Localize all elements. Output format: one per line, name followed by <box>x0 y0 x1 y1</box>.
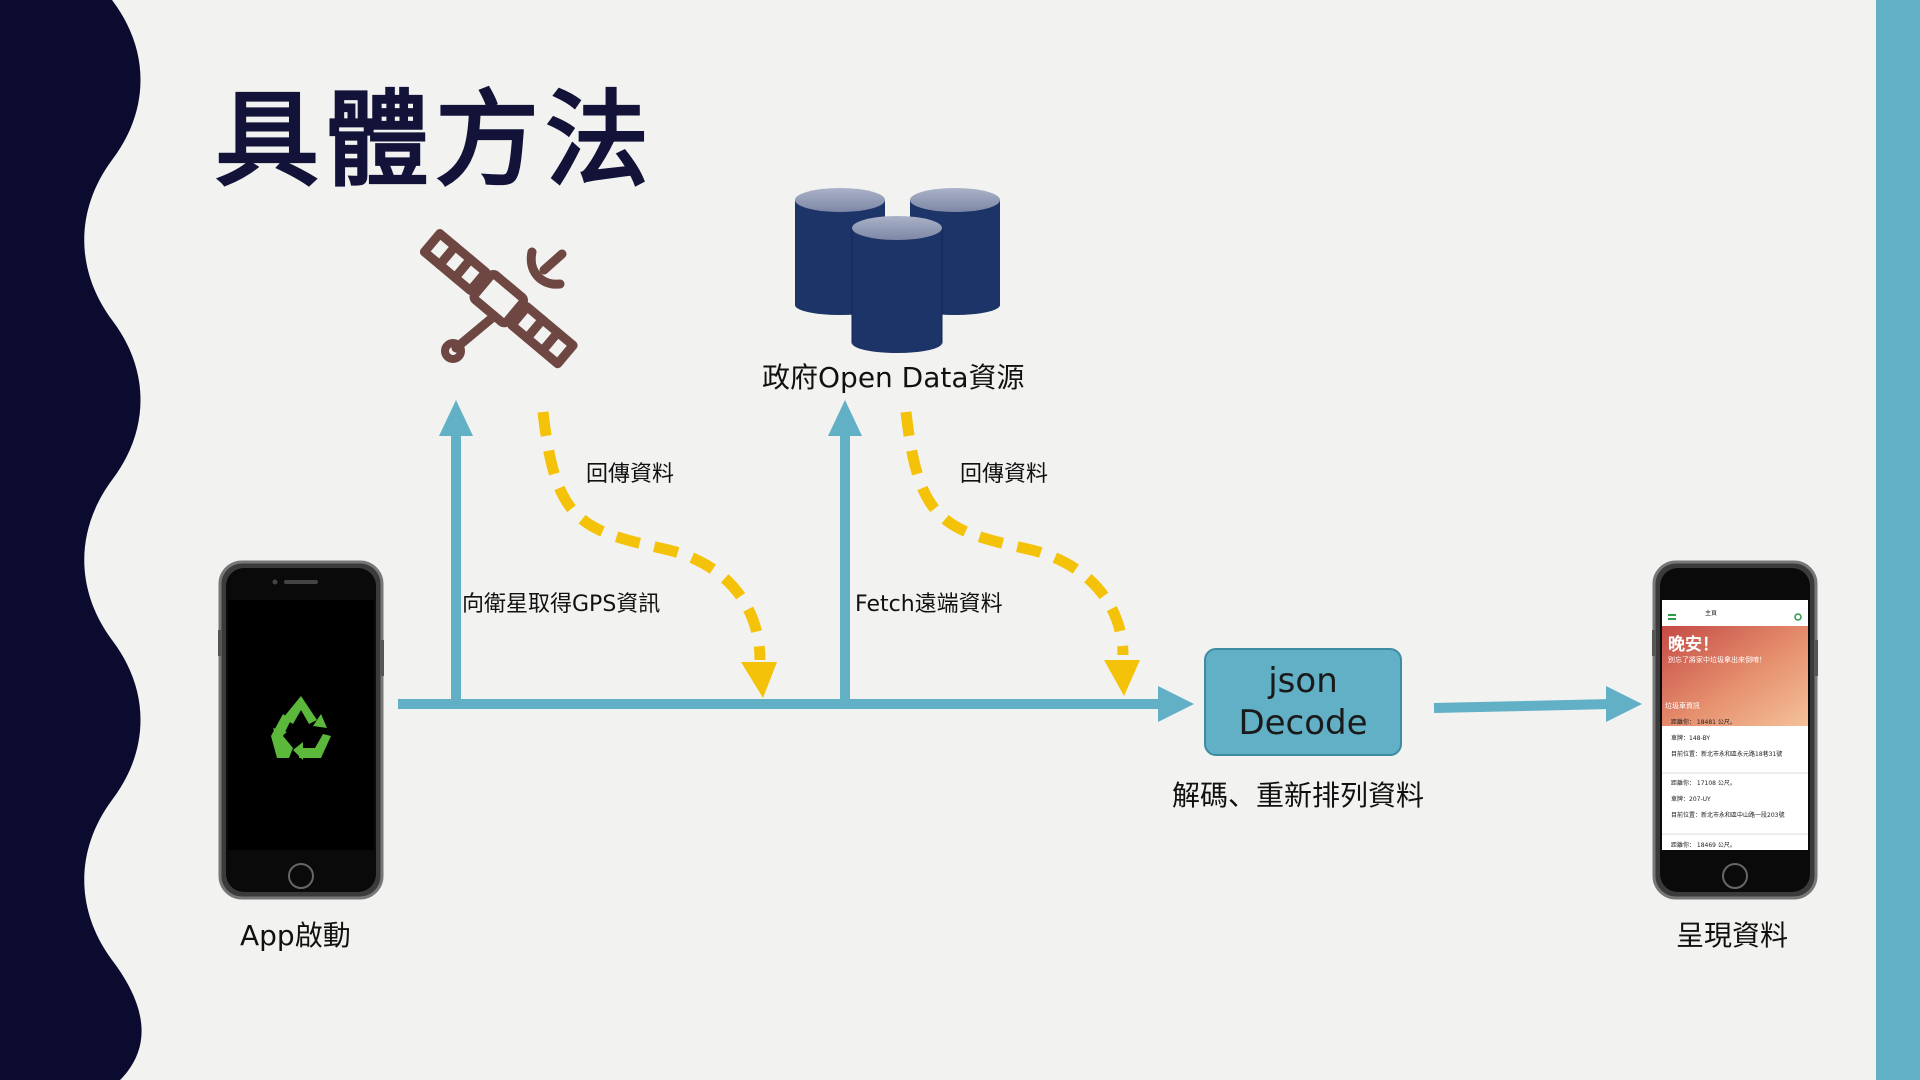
satellite-return-dashed <box>537 411 766 661</box>
recycle-icon <box>271 696 331 760</box>
opendata-up-arrowhead <box>828 400 862 436</box>
phone-entry-3: 距離你： 18469 公尺。 <box>1671 840 1807 849</box>
decode-to-phone-line <box>1433 699 1613 713</box>
decode-caption: 解碼、重新排列資料 <box>1172 779 1425 812</box>
slide-title: 具體方法 <box>215 79 656 201</box>
app-start-label: App啟動 <box>240 919 351 952</box>
opendata-return-dashed <box>900 411 1129 656</box>
right-accent-band <box>1876 0 1920 1080</box>
satellite-icon <box>420 229 578 369</box>
opendata-return-arrowhead <box>1104 660 1140 696</box>
satellite-return-label: 回傳資料 <box>586 462 675 487</box>
opendata-return-label: 回傳資料 <box>960 462 1049 487</box>
phone-app-start <box>218 560 384 900</box>
left-wave-band <box>0 0 142 1080</box>
phone-entry-2: 距離你： 17108 公尺。 車牌：207-UY 目前位置：新北市永和區中山路一… <box>1671 779 1807 820</box>
entry-1-location: 目前位置：新北市永和區永元路18巷31號 <box>1671 751 1783 758</box>
satellite-return-arrowhead <box>741 662 777 698</box>
entry-2-distance: 距離你： 17108 公尺。 <box>1671 780 1736 787</box>
phone-subtitle: 別忘了將家中垃圾拿出來倒唷！ <box>1668 656 1766 664</box>
gps-request-label: 向衛星取得GPS資訊 <box>462 592 661 617</box>
decode-line1: json <box>1268 661 1338 701</box>
entry-2-plate: 車牌：207-UY <box>1671 796 1711 803</box>
fetch-remote-label: Fetch遠端資料 <box>855 592 1003 617</box>
phone-section-title: 垃圾車資訊 <box>1665 702 1700 710</box>
phone-nav-title: 主頁 <box>1705 610 1718 617</box>
entry-1-plate: 車牌：148-BY <box>1671 735 1711 742</box>
entry-1-distance: 距離你： 18481 公尺。 <box>1671 719 1736 726</box>
decode-to-phone-arrowhead <box>1606 686 1642 722</box>
phone-greeting: 晚安！ <box>1668 635 1719 655</box>
show-data-label: 呈現資料 <box>1676 919 1789 952</box>
database-icon <box>795 188 1000 353</box>
main-flow-arrowhead <box>1158 686 1194 722</box>
entry-2-location: 目前位置：新北市永和區中山路一段203號 <box>1671 812 1785 819</box>
satellite-up-arrowhead <box>439 400 473 436</box>
phone-entry-1: 距離你： 18481 公尺。 車牌：148-BY 目前位置：新北市永和區永元路1… <box>1671 718 1807 759</box>
entry-3-distance: 距離你： 18469 公尺。 <box>1671 842 1736 849</box>
phone-show-data <box>1652 560 1818 900</box>
decode-line2: Decode <box>1238 703 1368 743</box>
opendata-label: 政府Open Data資源 <box>762 361 1025 394</box>
json-decode-box: json Decode <box>1204 648 1402 756</box>
